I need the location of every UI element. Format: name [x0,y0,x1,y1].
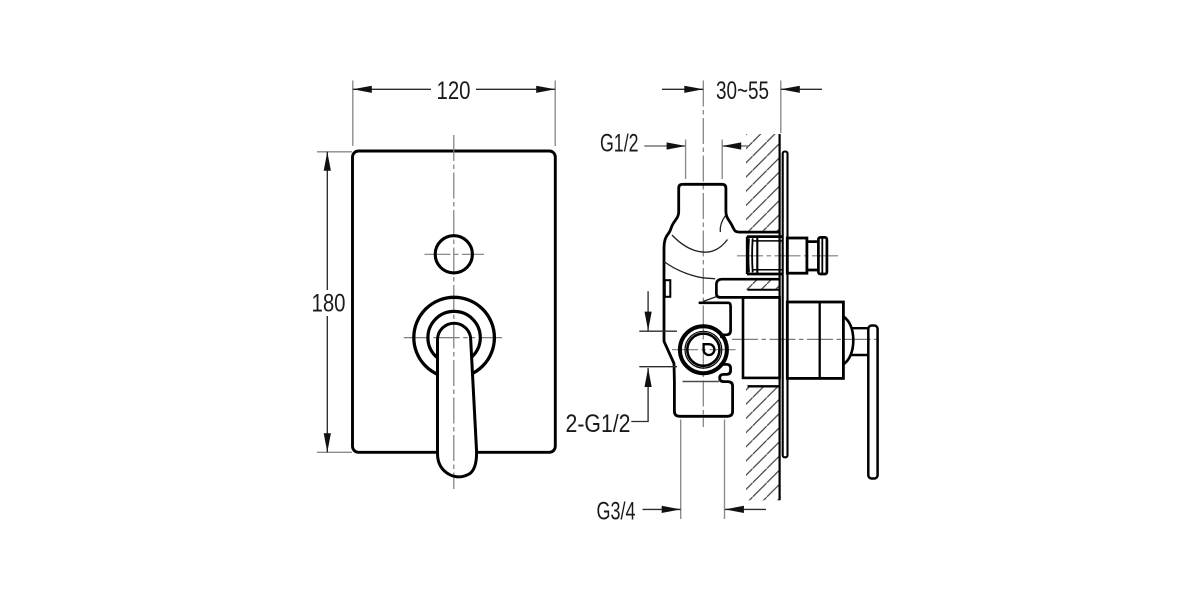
svg-text:30~55: 30~55 [716,77,769,105]
svg-text:G3/4: G3/4 [597,498,636,526]
svg-text:120: 120 [437,77,471,105]
svg-text:180: 180 [312,290,346,318]
svg-text:2-G1/2: 2-G1/2 [566,410,631,438]
svg-text:G1/2: G1/2 [600,130,639,158]
